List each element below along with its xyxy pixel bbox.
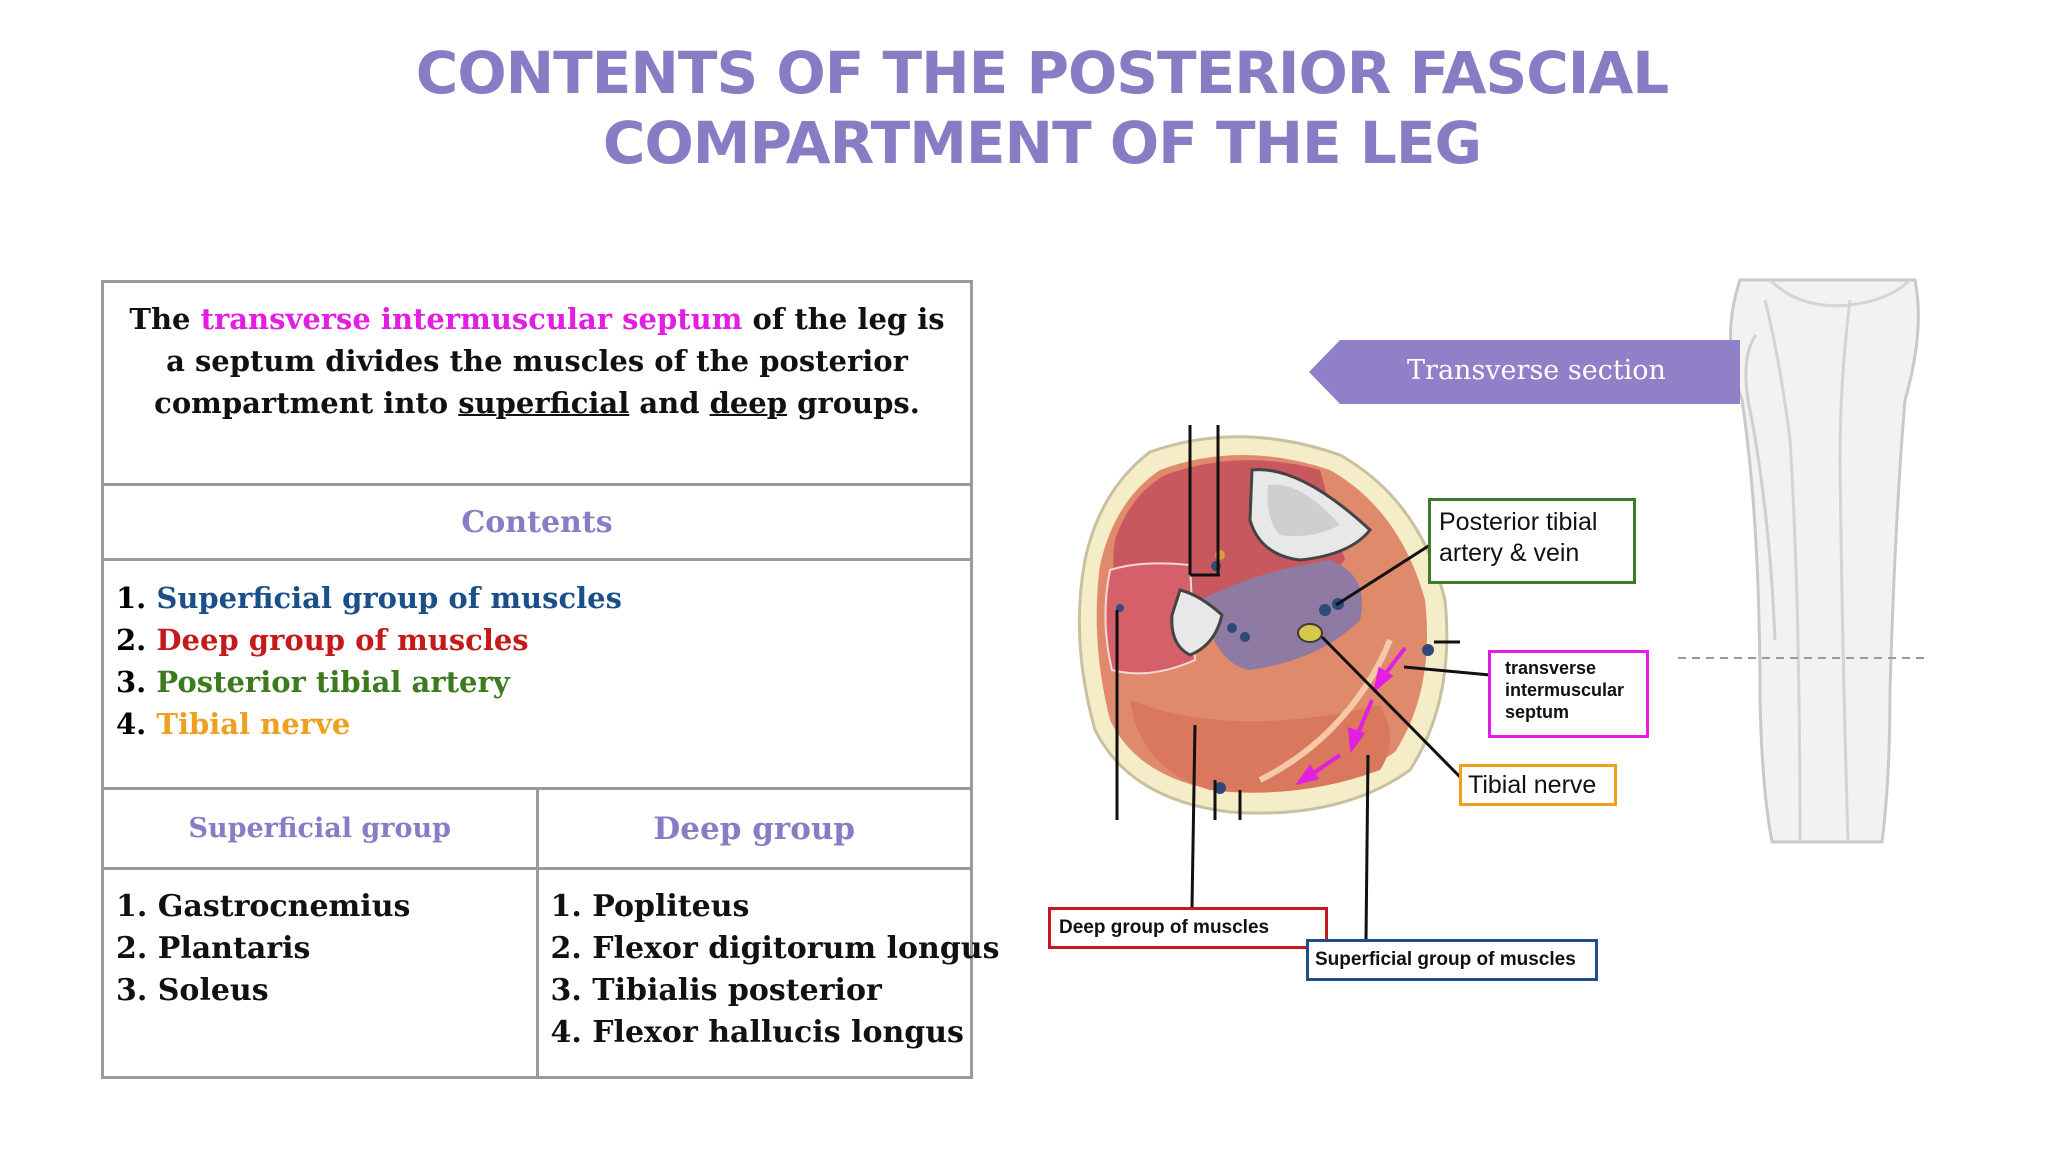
list-item: 3. Soleus [116, 973, 269, 1008]
posterior-tibial-callout: Posterior tibial artery & vein [1428, 498, 1636, 584]
deep-list: 1. Popliteus 2. Flexor digitorum longus … [535, 867, 1000, 1079]
cross-section-illustration [1077, 435, 1449, 815]
item-label: Deep group of muscles [156, 623, 529, 657]
superficial-list: 1. Gastrocnemius 2. Plantaris 3. Soleus [101, 867, 539, 1079]
info-table: The transverse intermuscular septum of t… [101, 280, 1000, 1079]
septum-arrows [1295, 646, 1407, 786]
list-item: 1. Popliteus [550, 889, 750, 924]
item-label: Tibial nerve [156, 707, 351, 741]
superficial-heading: Superficial group [101, 787, 539, 870]
intro-highlight: transverse intermuscular septum [200, 302, 743, 336]
superficial-group-callout: Superficial group of muscles [1306, 939, 1598, 981]
item-number: 2. [116, 623, 157, 657]
title-line-1: CONTENTS OF THE POSTERIOR FASCIAL [415, 39, 1670, 107]
intro-text: and [629, 386, 710, 420]
deep-heading: Deep group [535, 787, 973, 870]
page-title: CONTENTS OF THE POSTERIOR FASCIAL COMPAR… [0, 38, 2048, 178]
item-number: 4. [116, 707, 157, 741]
transverse-section-text: Transverse section [1407, 355, 1666, 386]
callout-text: artery & vein [1439, 539, 1580, 567]
contents-list: 1. Superficial group of muscles 2. Deep … [101, 558, 973, 790]
list-item: 4. Flexor hallucis longus [550, 1015, 964, 1050]
intro-underline-superficial: superficial [458, 386, 630, 420]
tibial-nerve-callout: Tibial nerve [1459, 764, 1617, 806]
list-item: 2. Deep group of muscles [116, 619, 958, 661]
deep-group-callout: Deep group of muscles [1048, 907, 1328, 949]
list-item: 3. Tibialis posterior [550, 973, 882, 1008]
callout-text: transverse [1505, 658, 1597, 678]
intro-text: The [129, 302, 201, 336]
list-item: 2. Plantaris [116, 931, 311, 966]
leg-bones-illustration [1678, 278, 1930, 844]
callout-text: Posterior tibial [1439, 508, 1598, 536]
list-item: 3. Posterior tibial artery [116, 661, 958, 703]
item-label: Posterior tibial artery [156, 665, 510, 699]
list-item: 2. Flexor digitorum longus [550, 931, 1000, 966]
item-number: 3. [116, 665, 157, 699]
list-item: 4. Tibial nerve [116, 703, 958, 745]
septum-callout: transverse intermuscular septum [1488, 650, 1649, 738]
contents-heading: Contents [101, 483, 973, 561]
item-label: Superficial group of muscles [156, 581, 622, 615]
list-item: 1. Superficial group of muscles [116, 577, 958, 619]
intro-text: of the leg is a septum divides the muscl… [154, 302, 945, 420]
transverse-section-arrow [1309, 340, 1740, 404]
list-item: 1. Gastrocnemius [116, 889, 411, 924]
tibial-nerve-mark [1297, 623, 1323, 643]
leader-lines [1115, 425, 1491, 941]
title-line-2: COMPARTMENT OF THE LEG [602, 109, 1482, 177]
item-number: 1. [116, 581, 157, 615]
intro-cell: The transverse intermuscular septum of t… [101, 280, 973, 486]
transverse-section-label: Transverse section [1309, 340, 1739, 402]
callout-text: septum [1505, 702, 1570, 722]
callout-text: intermuscular [1505, 680, 1625, 700]
intro-underline-deep: deep [709, 386, 788, 420]
intro-text: groups. [787, 386, 920, 420]
